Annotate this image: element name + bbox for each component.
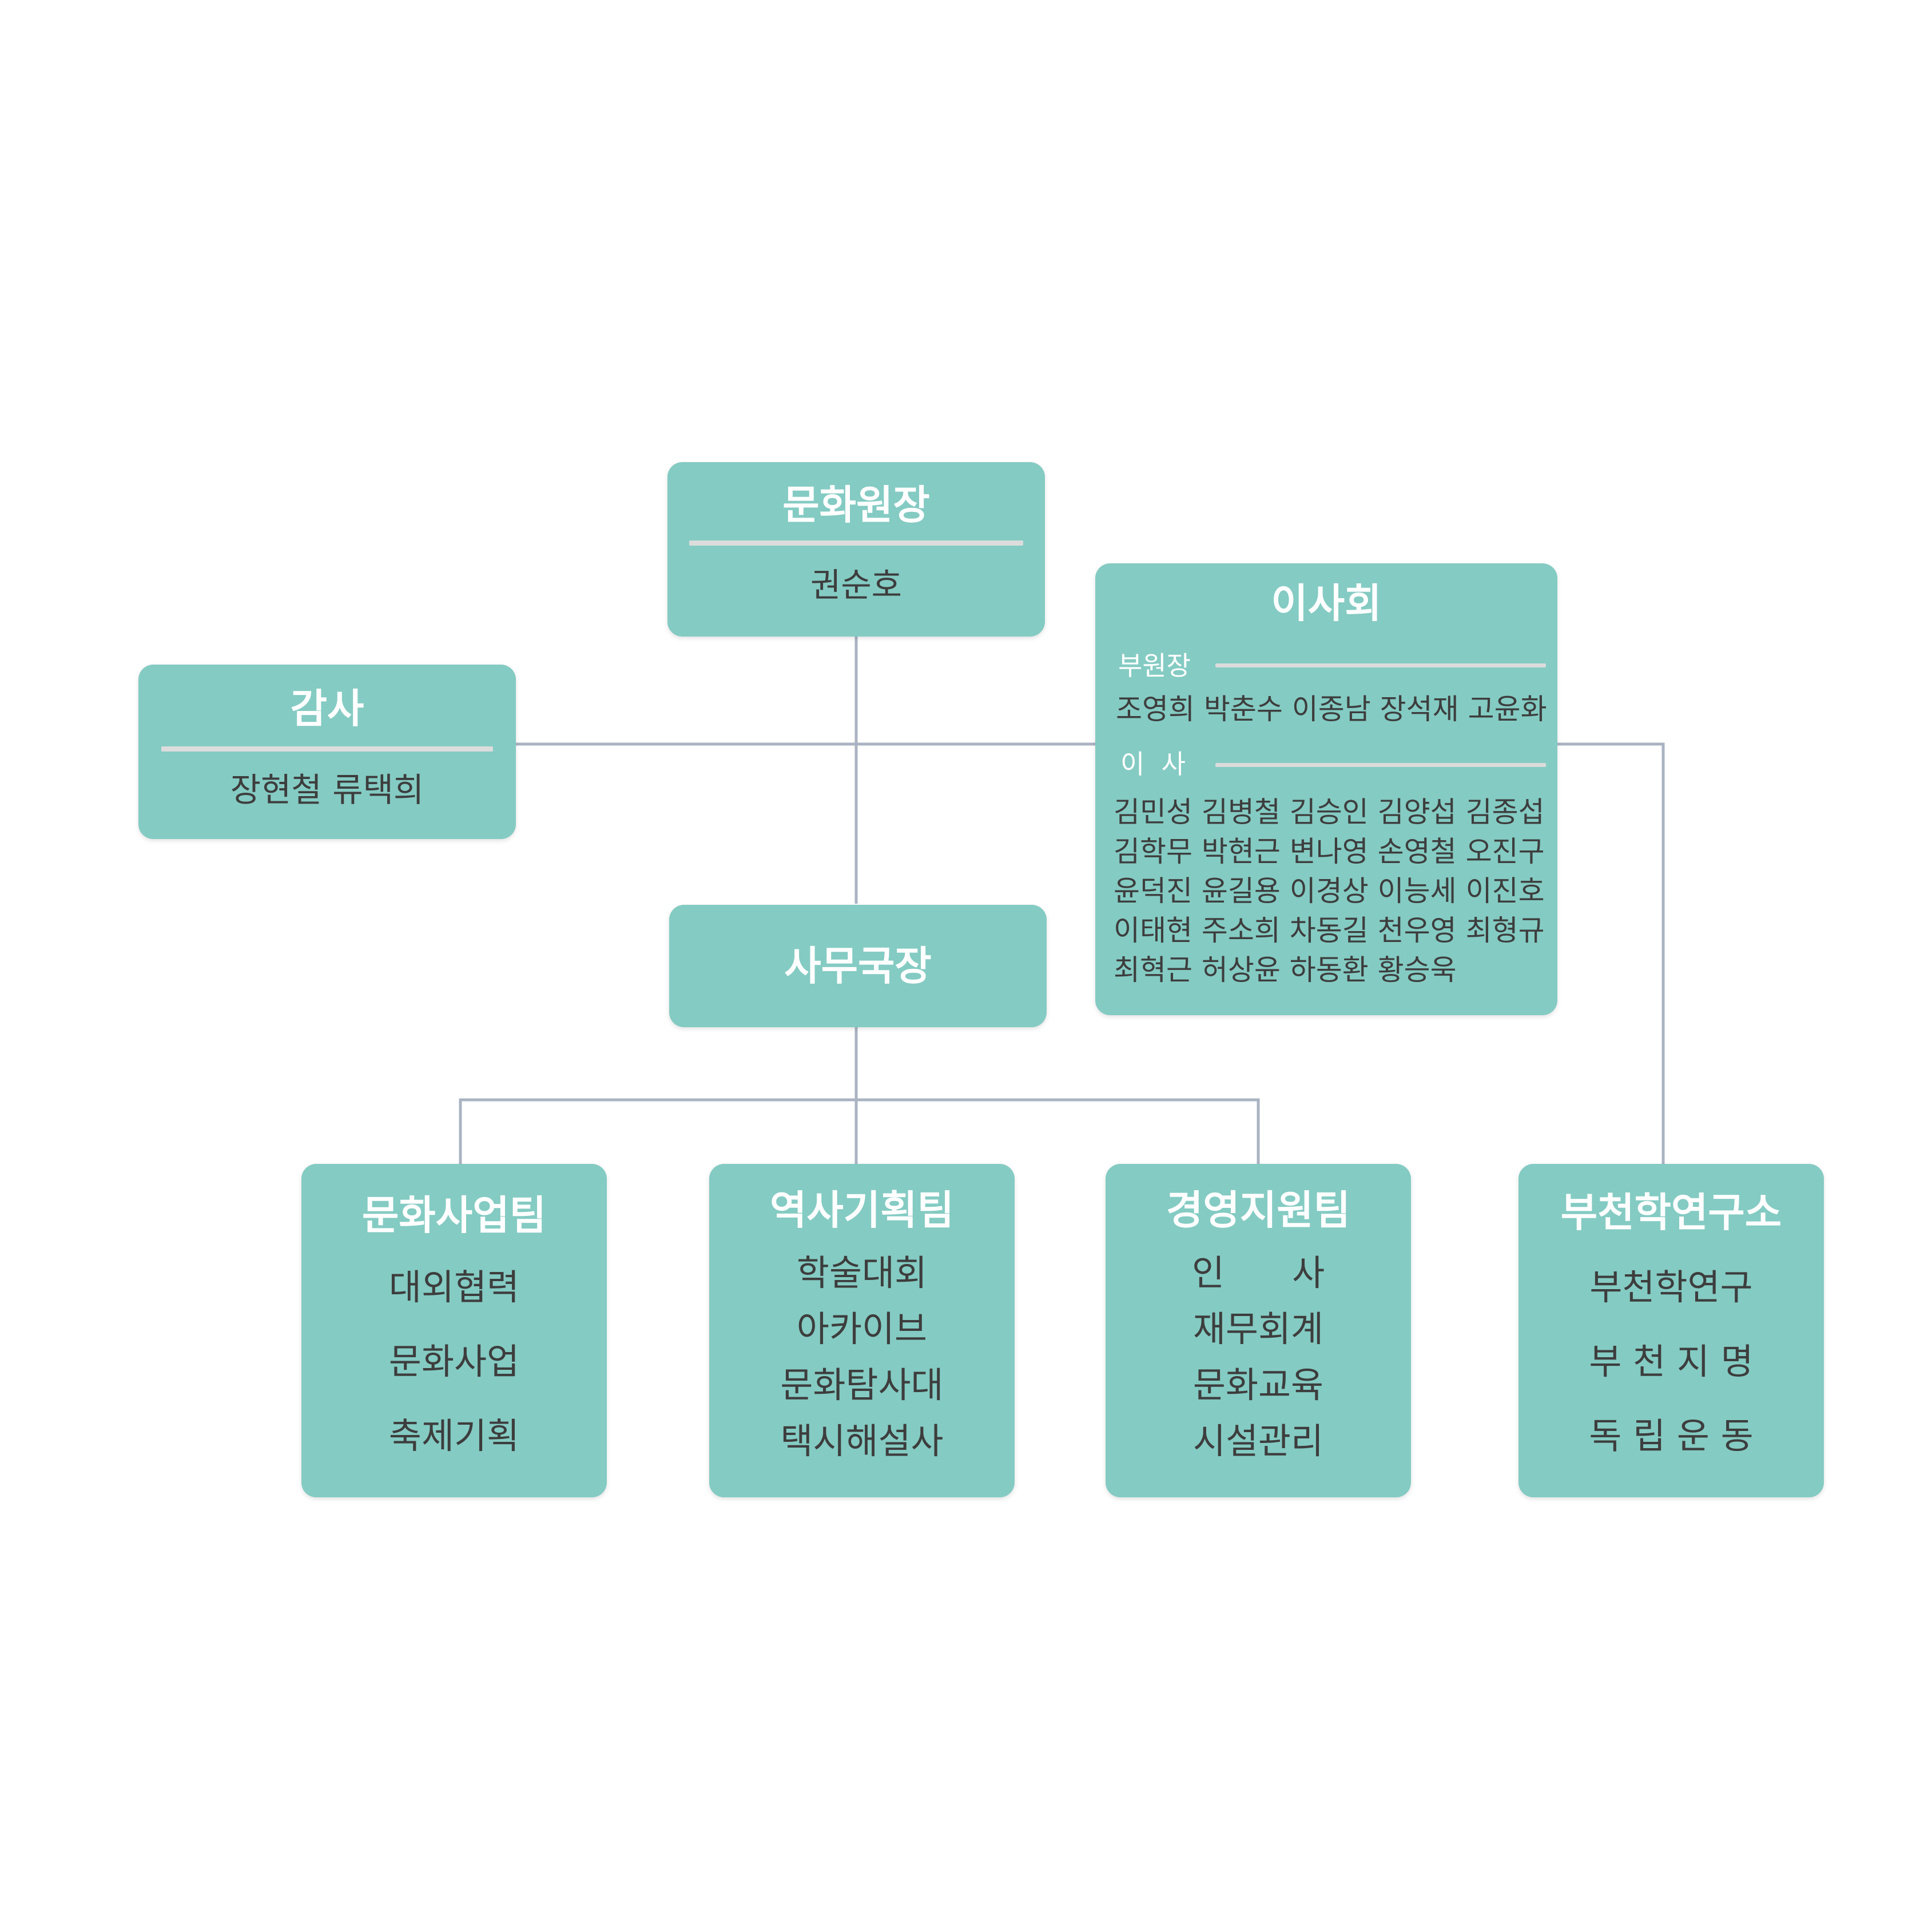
auditor-names: 장현철 류택희 [230,770,424,809]
director-name: 권순호 [810,566,903,605]
board-member-row: 김민성 김병철 김승인 김양섭 김종섭 [1114,796,1545,829]
board-member-row: 윤덕진 윤길용 이경상 이능세 이진호 [1114,874,1545,908]
board-member-row: 김학무 박현근 변나영 손영철 오진구 [1114,835,1545,868]
team-item: 아카이브 [796,1308,928,1350]
team-item: 학술대회 [796,1252,928,1294]
team-item: 부천학연구 [1589,1266,1753,1308]
director-box: 문화원장 권순호 [667,462,1045,637]
team-item: 재무회계 [1192,1308,1324,1350]
auditor-divider [161,746,493,752]
secretary-box: 사무국장 [669,905,1047,1027]
team-title: 역사기획팀 [770,1187,954,1234]
board-member-label: 이 사 [1120,749,1186,780]
team-box-management: 경영지원팀 인 사 재무회계 문화교육 시설관리 [1106,1164,1411,1497]
board-member-row: 최혁근 허상윤 하동환 황승욱 [1114,953,1457,987]
team-item: 시설관리 [1192,1420,1324,1462]
team-title: 경영지원팀 [1166,1187,1350,1234]
board-member-divider [1215,763,1546,767]
secretary-title: 사무국장 [784,943,932,989]
board-box: 이사회 부원장 조영희 박춘수 이종남 장석재 고윤화 이 사 김민성 김병철 … [1095,563,1557,1015]
auditor-box: 감사 장현철 류택희 [138,665,516,839]
team-title: 부천학연구소 [1560,1189,1782,1236]
board-vice-divider [1215,663,1546,667]
team-item: 문화사업 [388,1341,520,1382]
connector-board-institute [1556,742,1665,1164]
connector-team-bus [459,1098,1260,1164]
board-member-row: 이태현 주소희 차동길 천우영 최형규 [1114,914,1545,947]
team-item: 축제기획 [388,1415,520,1457]
board-vice-names: 조영희 박춘수 이종남 장석재 고윤화 [1116,693,1547,726]
auditor-title: 감사 [290,685,364,732]
team-box-history: 역사기획팀 학술대회 아카이브 문화탐사대 택시해설사 [709,1164,1015,1497]
director-divider [689,540,1023,546]
director-title: 문화원장 [782,482,930,528]
board-title: 이사회 [1271,580,1382,627]
team-item: 부 천 지 명 [1589,1341,1754,1382]
team-item: 대외협력 [388,1266,520,1308]
team-item: 문화교육 [1192,1364,1324,1406]
team-box-institute: 부천학연구소 부천학연구 부 천 지 명 독 립 운 동 [1518,1164,1824,1497]
team-item: 인 사 [1191,1252,1325,1294]
team-title: 문화사업팀 [362,1192,546,1239]
team-item: 문화탐사대 [780,1364,944,1406]
team-item: 택시해설사 [780,1420,944,1462]
team-box-culture: 문화사업팀 대외협력 문화사업 축제기획 [301,1164,607,1497]
board-vice-label: 부원장 [1118,650,1191,681]
team-item: 독 립 운 동 [1589,1415,1754,1457]
